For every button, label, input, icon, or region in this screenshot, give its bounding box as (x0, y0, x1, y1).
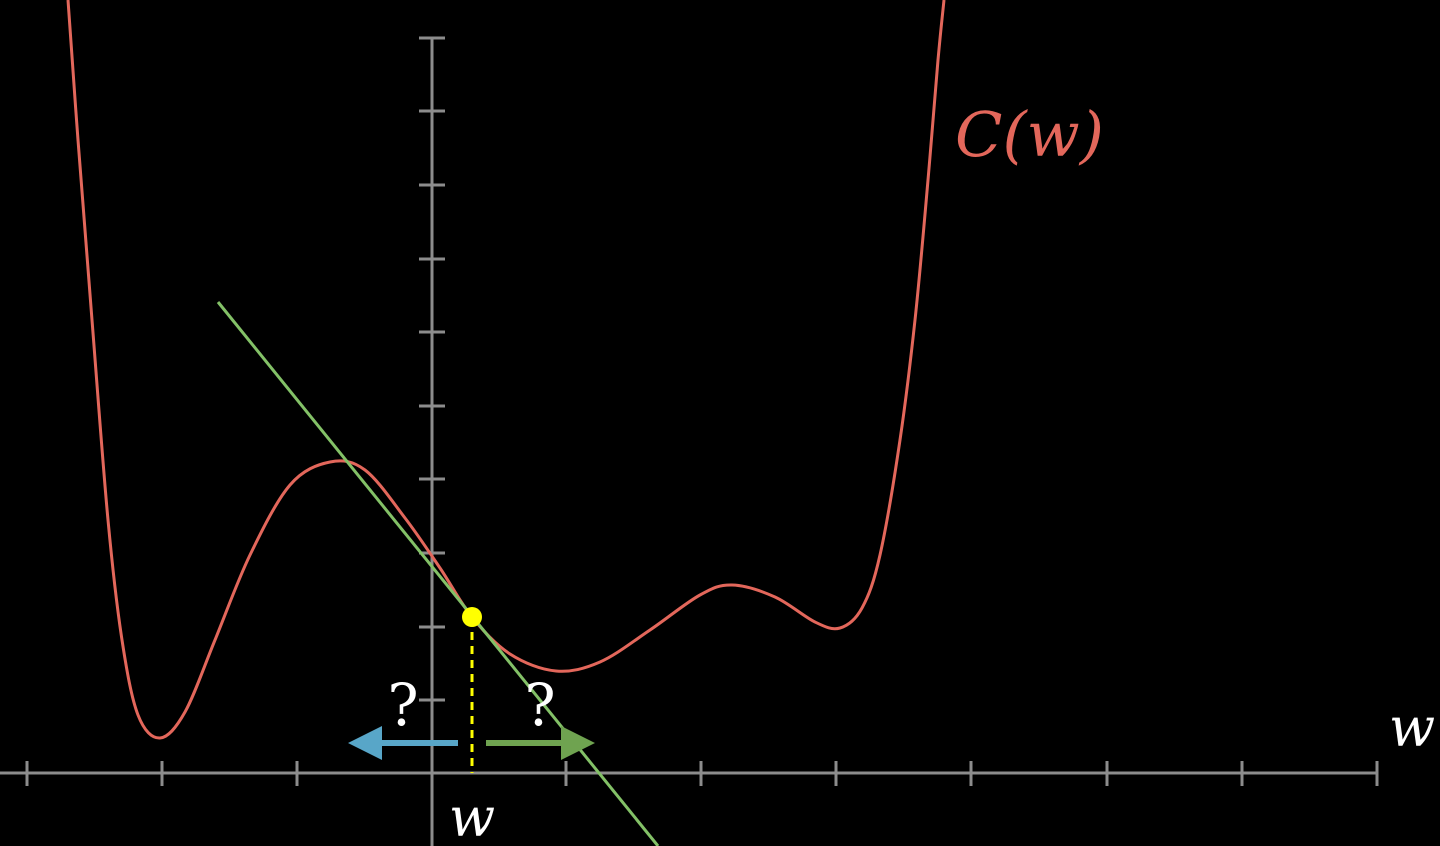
question-mark-right: ? (524, 671, 555, 739)
right-arrow-icon (486, 726, 595, 760)
question-mark-left: ? (387, 671, 418, 739)
tangent-line (216, 301, 660, 846)
current-point (462, 607, 482, 627)
y-axis-ticks (419, 36, 445, 702)
left-arrow-icon (348, 726, 458, 760)
point-label: w (449, 786, 495, 846)
function-label: C(w) (955, 98, 1104, 171)
x-axis-ticks (25, 761, 1379, 786)
x-axis-label: w (1389, 696, 1435, 759)
axes (0, 36, 1379, 846)
